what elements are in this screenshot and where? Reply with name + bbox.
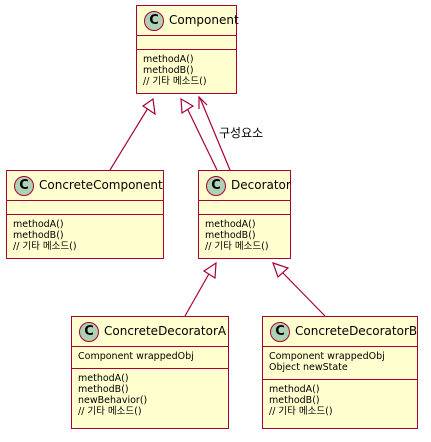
method: newBehavior() xyxy=(78,395,148,406)
method: // 기타 메소드() xyxy=(205,241,269,252)
method: methodB() xyxy=(205,230,256,241)
methods-compartment: methodA() methodB() newBehavior() // 기타 … xyxy=(72,373,228,417)
class-header: C ConcreteComponent xyxy=(7,171,163,201)
edge-decoratorb-decorator xyxy=(281,271,326,317)
class-stereotype-icon: C xyxy=(270,322,290,342)
method: methodA() xyxy=(78,373,129,384)
method: methodB() xyxy=(78,384,129,395)
class-concrete-component[interactable]: C ConcreteComponent methodA() methodB() … xyxy=(6,170,164,259)
edge-decorator-component-inheritance xyxy=(186,107,218,171)
class-header: C Decorator xyxy=(199,171,291,201)
method: // 기타 메소드() xyxy=(143,76,207,87)
edge-decorator-component-association xyxy=(199,97,231,171)
field: Component wrappedObj xyxy=(269,351,385,362)
fields-compartment xyxy=(199,201,290,215)
methods-compartment: methodA() methodB() // 기타 메소드() xyxy=(263,384,417,417)
inheritance-arrowhead xyxy=(141,97,156,116)
fields-compartment xyxy=(137,36,236,50)
method: // 기타 메소드() xyxy=(13,241,77,252)
class-header: C ConcreteDecoratorB xyxy=(263,317,417,347)
method: // 기타 메소드() xyxy=(269,406,333,417)
method: methodB() xyxy=(269,395,320,406)
class-name: Component xyxy=(169,13,239,27)
fields-compartment xyxy=(7,201,163,215)
field: Component wrappedObj xyxy=(78,351,194,362)
inheritance-arrowhead xyxy=(180,97,195,115)
method: methodA() xyxy=(13,219,64,230)
method: methodB() xyxy=(143,65,194,76)
field: Object newState xyxy=(269,362,348,373)
edge-concretecomponent-component xyxy=(109,107,149,171)
methods-compartment: methodA() methodB() // 기타 메소드() xyxy=(137,54,236,87)
class-stereotype-icon: C xyxy=(144,11,164,31)
method: methodA() xyxy=(143,54,194,65)
class-concrete-decorator-a[interactable]: C ConcreteDecoratorA Component wrappedOb… xyxy=(71,316,229,429)
inheritance-arrowhead xyxy=(272,262,290,279)
class-decorator[interactable]: C Decorator methodA() methodB() // 기타 메소… xyxy=(198,170,291,259)
methods-compartment: methodA() methodB() // 기타 메소드() xyxy=(199,219,290,252)
class-stereotype-icon: C xyxy=(79,322,99,342)
fields-compartment: Component wrappedObj xyxy=(72,347,228,369)
method: methodA() xyxy=(269,384,320,395)
class-header: C Component xyxy=(137,6,239,36)
class-name: Decorator xyxy=(231,178,291,192)
association-arrowhead xyxy=(198,95,208,109)
class-header: C ConcreteDecoratorA xyxy=(72,317,228,347)
association-label: 구성요소 xyxy=(219,126,264,140)
method: methodB() xyxy=(13,230,64,241)
method: // 기타 메소드() xyxy=(78,406,142,417)
edge-decoratora-decorator xyxy=(184,271,211,317)
methods-compartment: methodA() methodB() // 기타 메소드() xyxy=(7,219,163,252)
class-name: ConcreteDecoratorA xyxy=(104,324,227,338)
class-name: ConcreteDecoratorB xyxy=(295,324,418,338)
method: methodA() xyxy=(205,219,256,230)
class-component[interactable]: C Component methodA() methodB() // 기타 메소… xyxy=(136,5,239,94)
class-name: ConcreteComponent xyxy=(39,178,163,192)
fields-compartment: Component wrappedObj Object newState xyxy=(263,347,417,380)
inheritance-arrowhead xyxy=(202,261,217,280)
class-concrete-decorator-b[interactable]: C ConcreteDecoratorB Component wrappedOb… xyxy=(262,316,418,429)
class-stereotype-icon: C xyxy=(206,176,226,196)
class-stereotype-icon: C xyxy=(14,176,34,196)
